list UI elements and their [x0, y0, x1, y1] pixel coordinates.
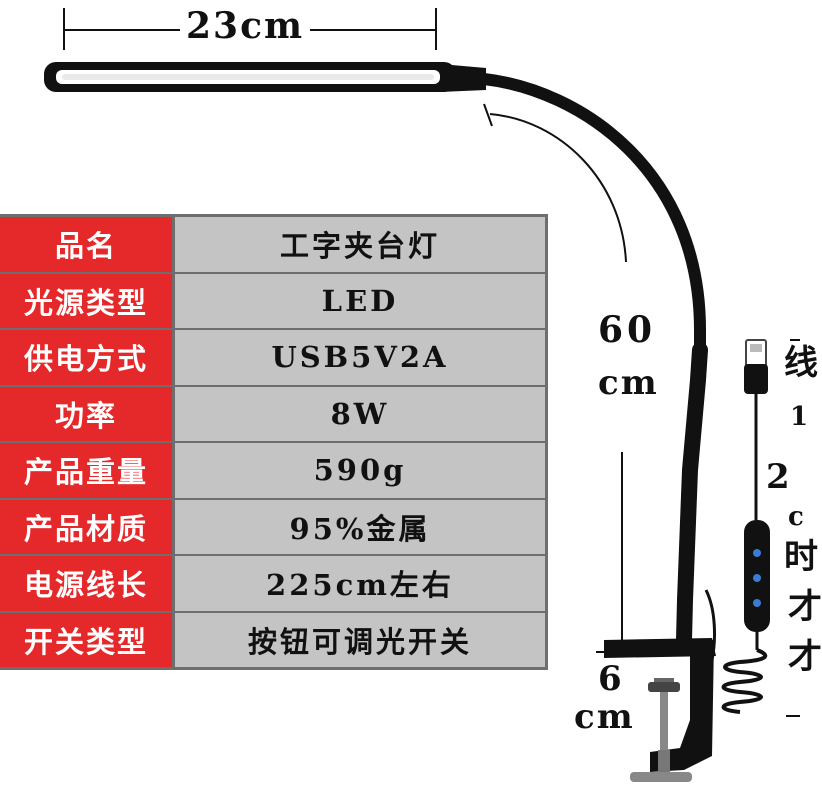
spec-key: 光源类型	[0, 273, 172, 328]
spec-value: 95%金属	[175, 499, 545, 554]
spec-key: 电源线长	[0, 556, 172, 611]
width-label: 23cm	[180, 8, 311, 44]
clamp-unit-label: cm	[574, 697, 635, 737]
cable-side-char: 1	[790, 402, 809, 432]
spec-value: USB5V2A	[175, 330, 545, 385]
clamp-number-label: 6	[598, 659, 622, 699]
spec-row-weight: 产品重量 590g	[0, 443, 545, 498]
spec-key: 产品重量	[0, 443, 172, 498]
spec-key: 品名	[0, 217, 172, 272]
spec-value: LED	[175, 273, 545, 328]
spec-row-product-name: 品名 工字夹台灯	[0, 217, 545, 272]
spec-table: 品名 工字夹台灯 光源类型 LED 供电方式 USB5V2A 功率 8W 产品重…	[0, 214, 548, 670]
cable-side-char: 2	[766, 457, 790, 497]
spec-row-light-source: 光源类型 LED	[0, 273, 545, 328]
spec-row-material: 产品材质 95%金属	[0, 499, 545, 554]
height-unit-label: cm	[598, 363, 659, 403]
cable-side-char: 线	[784, 343, 818, 383]
cable-side-char: 才	[788, 637, 822, 677]
spec-value: 225cm左右	[175, 556, 545, 611]
spec-key: 供电方式	[0, 330, 172, 385]
lamp-head	[44, 62, 486, 92]
lamp-pole	[676, 342, 708, 648]
desk-clamp	[604, 638, 716, 782]
usb-cable	[704, 339, 770, 714]
spec-value: 按钮可调光开关	[175, 612, 545, 667]
spec-key: 产品材质	[0, 499, 172, 554]
height-number-label: 60	[598, 309, 657, 351]
spec-row-cable-length: 电源线长 225cm左右	[0, 556, 545, 611]
spec-row-switch-type: 开关类型 按钮可调光开关	[0, 612, 545, 667]
cable-side-char: 时	[784, 537, 818, 577]
spec-value: 8W	[175, 386, 545, 441]
spec-value: 工字夹台灯	[175, 217, 545, 272]
spec-row-power-supply: 供电方式 USB5V2A	[0, 330, 545, 385]
spec-row-power: 功率 8W	[0, 386, 545, 441]
gooseneck-arm	[478, 73, 706, 366]
lamp-illustration	[44, 8, 800, 782]
cable-length-bracket	[786, 339, 800, 717]
spec-value: 590g	[175, 443, 545, 498]
cable-side-char: 才	[788, 587, 822, 627]
spec-key: 开关类型	[0, 612, 172, 667]
width-dimension-line	[63, 8, 437, 50]
cable-side-char: c	[788, 502, 804, 532]
spec-key: 功率	[0, 386, 172, 441]
